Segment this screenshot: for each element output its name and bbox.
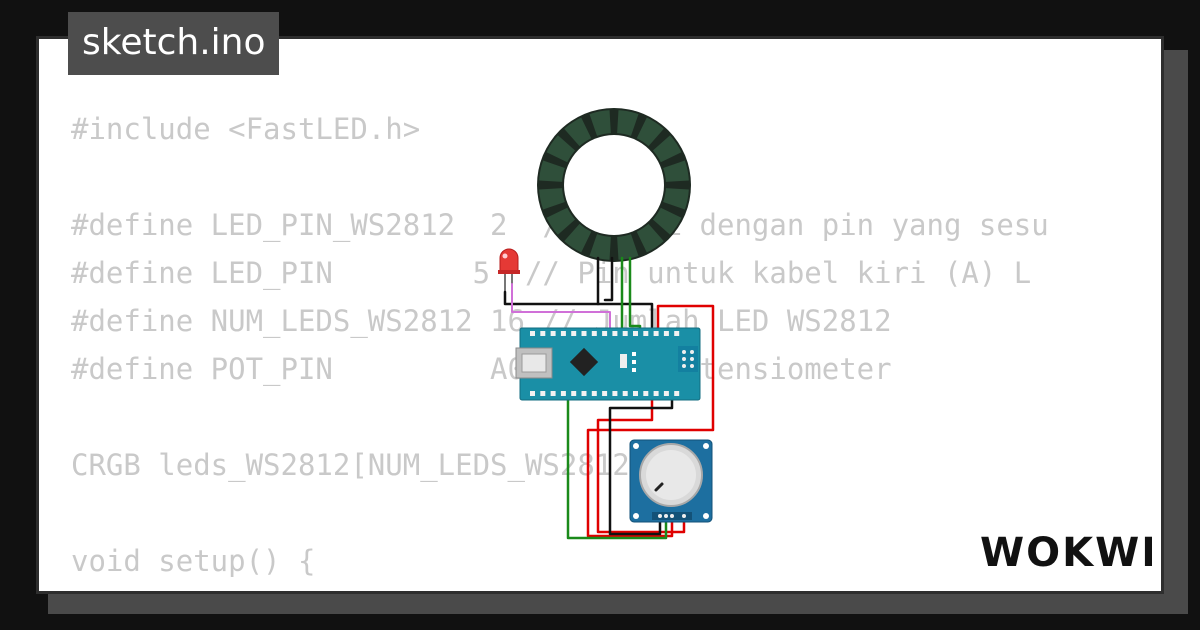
svg-text:WOKWI: WOKWI bbox=[980, 530, 1152, 576]
wire-black-led bbox=[503, 290, 600, 306]
nano-pin bbox=[622, 331, 628, 336]
nano-pin-headers bbox=[530, 331, 680, 396]
wires bbox=[503, 256, 715, 540]
ring-led bbox=[663, 160, 689, 182]
nano-pin bbox=[602, 391, 608, 396]
nano-pin bbox=[560, 331, 566, 336]
nano-pin bbox=[674, 331, 680, 336]
ring-led bbox=[546, 135, 576, 163]
nano-pin bbox=[633, 331, 638, 336]
nano-pin bbox=[643, 331, 649, 336]
wire-green-signal bbox=[566, 396, 668, 540]
ring-led bbox=[663, 188, 689, 210]
wire-black-ring bbox=[596, 256, 654, 334]
ring-led bbox=[589, 234, 611, 260]
code-line: #define POT_PIN A0 // Pin potensiometer bbox=[71, 352, 892, 386]
nano-pin bbox=[653, 331, 659, 336]
nano-pin bbox=[663, 331, 669, 336]
nano-pin bbox=[653, 391, 659, 396]
nano-pin bbox=[540, 391, 546, 396]
wire-black-ring-2 bbox=[603, 256, 614, 302]
nano-pin bbox=[550, 391, 556, 396]
ring-led bbox=[564, 117, 592, 147]
wire-black-gnd bbox=[608, 396, 674, 536]
wokwi-logo: WOKWI bbox=[980, 530, 1152, 576]
wire-pink-led bbox=[511, 283, 611, 333]
nano-pin bbox=[612, 391, 618, 396]
nano-pin bbox=[612, 331, 618, 336]
nano-pin bbox=[591, 331, 597, 336]
nano-pin bbox=[643, 391, 649, 396]
wire-green-2 bbox=[628, 256, 642, 334]
nano-chip bbox=[569, 347, 599, 377]
nano-pin bbox=[530, 391, 535, 396]
code-line: #define LED_PIN 5 // Pin untuk kabel kir… bbox=[71, 256, 1032, 290]
nano-pin bbox=[602, 331, 608, 336]
nano-pin bbox=[581, 391, 587, 396]
potentiometer[interactable] bbox=[629, 439, 713, 523]
code-line: void setup() { bbox=[71, 544, 316, 578]
nano-pin bbox=[530, 331, 535, 336]
nano-reset bbox=[620, 354, 627, 368]
ring-led bbox=[539, 188, 565, 210]
code-line: CRGB leds_WS2812[NUM_LEDS_WS2812]; bbox=[71, 448, 665, 482]
arduino-nano[interactable] bbox=[515, 327, 701, 401]
page-title: sketch.ino bbox=[68, 12, 280, 75]
pot-indicator bbox=[654, 482, 664, 492]
nano-pin bbox=[571, 331, 577, 336]
neopixel-ring[interactable] bbox=[537, 108, 691, 262]
nano-pin bbox=[663, 391, 669, 396]
nano-pin bbox=[540, 331, 546, 336]
nano-pin bbox=[560, 391, 566, 396]
ring-led bbox=[617, 234, 639, 260]
wire-red-2 bbox=[596, 396, 686, 534]
ring-led bbox=[546, 207, 576, 235]
nano-pin bbox=[674, 391, 680, 396]
icsp-header bbox=[678, 346, 698, 372]
ring-leds bbox=[539, 110, 689, 260]
nano-pin bbox=[550, 331, 556, 336]
nano-pin bbox=[633, 391, 638, 396]
code-line: #include <FastLED.h> bbox=[71, 112, 421, 146]
ring-led bbox=[636, 223, 664, 253]
nano-pin bbox=[571, 391, 577, 396]
nano-pin bbox=[622, 391, 628, 396]
ring-led bbox=[652, 135, 682, 163]
wire-red-vcc bbox=[586, 304, 715, 538]
nano-pin bbox=[591, 391, 597, 396]
nano-pin bbox=[581, 331, 587, 336]
ring-led bbox=[652, 207, 682, 235]
ring-hole bbox=[564, 135, 664, 235]
ring-led bbox=[564, 223, 592, 253]
ring-led bbox=[636, 117, 664, 147]
ring-led bbox=[539, 160, 565, 182]
ring-led bbox=[617, 110, 639, 136]
red-led[interactable] bbox=[498, 248, 520, 292]
ring-led bbox=[589, 110, 611, 136]
